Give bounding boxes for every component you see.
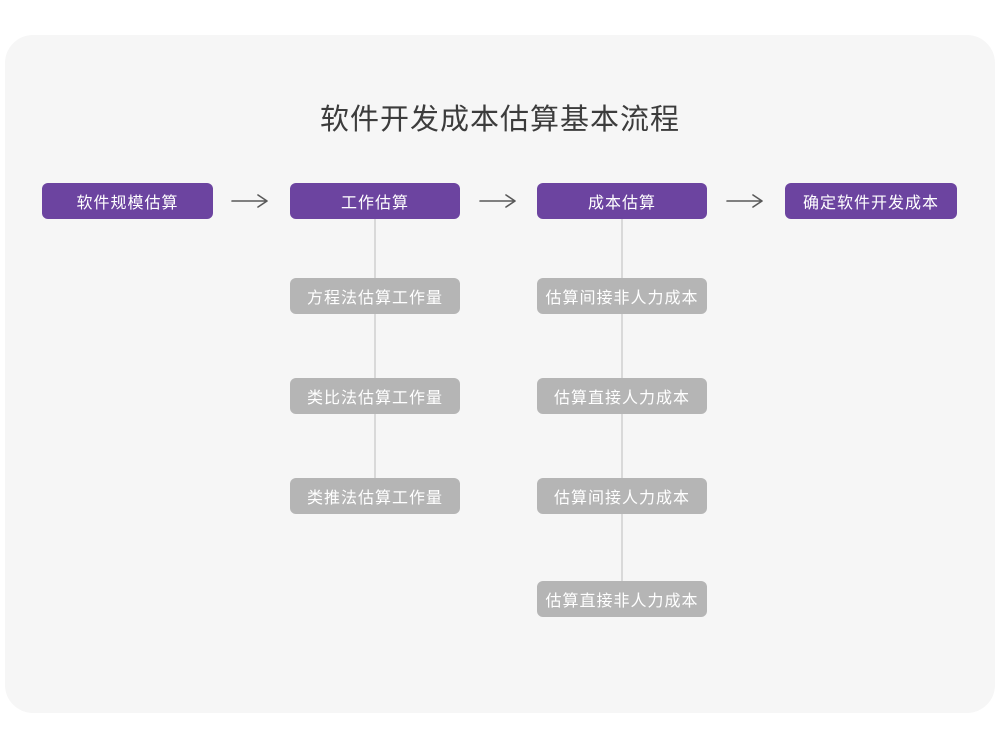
node-extrapolation-method-workload: 类推法估算工作量 (290, 478, 460, 514)
node-software-scale-estimation: 软件规模估算 (42, 183, 213, 219)
node-equation-method-workload: 方程法估算工作量 (290, 278, 460, 314)
node-indirect-labor-cost: 估算间接人力成本 (537, 478, 707, 514)
node-direct-non-labor-cost: 估算直接非人力成本 (537, 581, 707, 617)
diagram-title: 软件开发成本估算基本流程 (319, 104, 680, 136)
node-cost-estimation: 成本估算 (537, 183, 707, 219)
node-work-estimation: 工作估算 (290, 183, 460, 219)
node-indirect-non-labor-cost: 估算间接非人力成本 (537, 278, 707, 314)
node-direct-labor-cost: 估算直接人力成本 (537, 378, 707, 414)
diagram-background-card (5, 35, 995, 713)
node-analogy-method-workload: 类比法估算工作量 (290, 378, 460, 414)
node-determine-development-cost: 确定软件开发成本 (785, 183, 957, 219)
